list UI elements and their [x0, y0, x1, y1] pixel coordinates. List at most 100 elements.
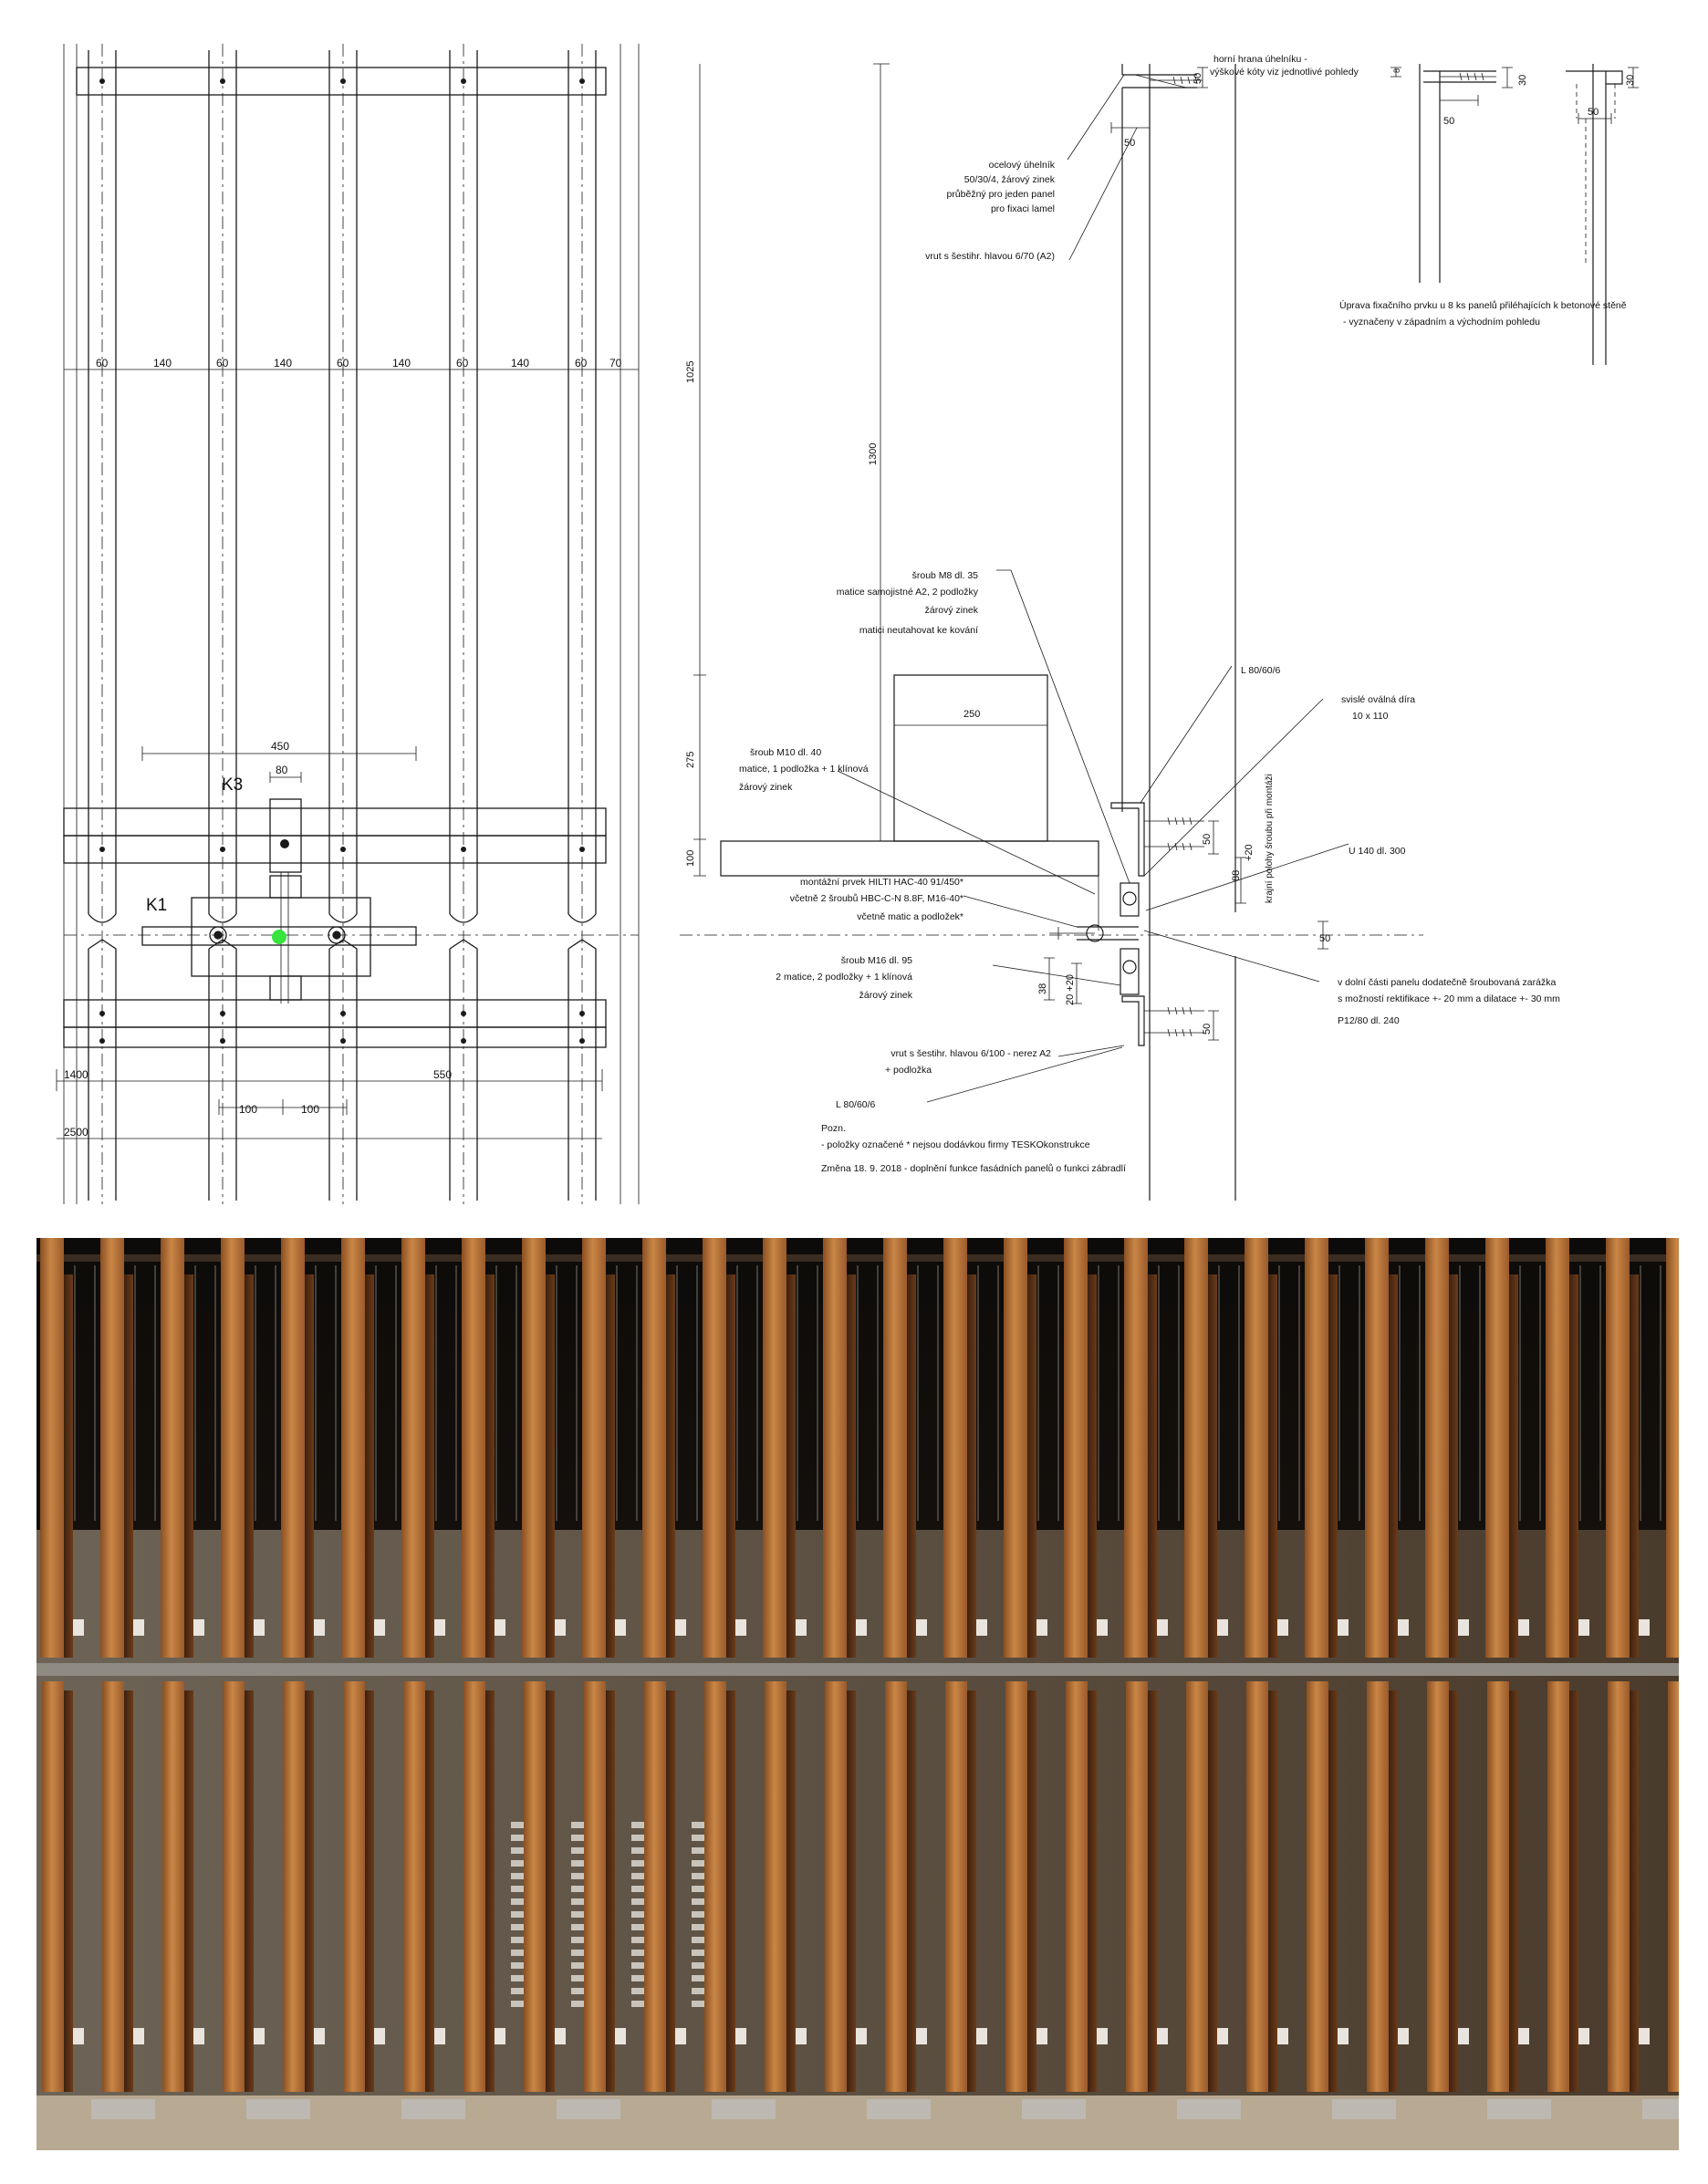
- slat-upper-shadow: [1268, 1274, 1277, 1658]
- vent-grille-bar: [511, 1886, 531, 1892]
- slat-upper: [341, 1238, 365, 1658]
- vent-grille-bar: [571, 1847, 591, 1854]
- note-top-0: horní hrana úhelníku -: [1213, 54, 1307, 65]
- vent-grille-bar: [571, 1835, 591, 1841]
- slat-upper: [582, 1238, 606, 1658]
- vent-grille-bar: [511, 1988, 531, 1994]
- slat-upper-shadow: [485, 1274, 495, 1658]
- vent-grille-bar: [631, 2001, 651, 2007]
- note-m8-2: žárový zinek: [925, 605, 979, 616]
- slat-lower-shadow: [1268, 1690, 1277, 2092]
- slat-upper: [1124, 1238, 1148, 1658]
- slat-lower-shadow: [365, 1690, 374, 2092]
- section-leaders: [837, 74, 1349, 1103]
- vent-grille-bar: [571, 1988, 591, 1994]
- dim-top-1: 140: [153, 357, 172, 369]
- vent-grille-bar: [692, 1924, 712, 1930]
- vent-grille-bar: [631, 1962, 651, 1969]
- vent-grille-bar: [511, 1975, 531, 1981]
- slat-lower: [1307, 1681, 1328, 2092]
- vent-grille-bar: [692, 1898, 712, 1905]
- slat-upper-shadow: [606, 1274, 615, 1658]
- note-hilti-1: včetně 2 šroubů HBC-C-N 8.8F, M16-40*: [790, 893, 963, 904]
- slat-lower-shadow: [1449, 1690, 1458, 2092]
- slat-lower: [283, 1681, 305, 2092]
- dim-50a: 50: [1443, 116, 1454, 127]
- elevation-view: [56, 44, 640, 1204]
- slat-upper: [763, 1238, 786, 1658]
- slat-lower: [704, 1681, 726, 2092]
- slat-lower-shadow: [606, 1690, 615, 2092]
- dim-top-2: 60: [216, 357, 229, 369]
- base-anchor: [1022, 2099, 1086, 2119]
- base-anchor: [557, 2099, 620, 2119]
- slat-upper: [943, 1238, 967, 1658]
- dim-80: 80: [276, 764, 288, 776]
- vent-grille-bar: [692, 1847, 712, 1854]
- slat-lower: [1246, 1681, 1268, 2092]
- base-anchor: [91, 2099, 155, 2119]
- poznamka-0: Pozn.: [821, 1123, 846, 1134]
- slat-upper: [1606, 1238, 1630, 1658]
- detail-views: [1390, 64, 1639, 365]
- dim-50b: 50: [1588, 107, 1599, 118]
- dim-top-4: 60: [337, 357, 349, 369]
- vent-grille-bar: [571, 1873, 591, 1879]
- slat-lower: [1005, 1681, 1027, 2092]
- dim-20-plus20: 20 +20: [1065, 974, 1076, 1005]
- slat-lower: [162, 1681, 184, 2092]
- slat-upper: [401, 1238, 425, 1658]
- dim-1025: 1025: [685, 361, 696, 383]
- wooden-slats: [40, 1238, 1679, 2092]
- dim-50-top: 50: [1124, 138, 1135, 149]
- note-m16-2: žárový zinek: [859, 990, 913, 1001]
- slat-upper: [1184, 1238, 1208, 1658]
- vent-grille-bar: [511, 1822, 531, 1828]
- vent-grille-bar: [571, 1924, 591, 1930]
- vent-grille-bar: [511, 1898, 531, 1905]
- vent-grille-bar: [571, 1822, 591, 1828]
- slat-upper-shadow: [245, 1274, 254, 1658]
- note-lower-0: v dolní části panelu dodatečně šroubovan…: [1338, 977, 1556, 988]
- slat-lower: [644, 1681, 666, 2092]
- slat-lower-shadow: [967, 1690, 976, 2092]
- dim-100a: 100: [239, 1103, 257, 1116]
- dim-250: 250: [963, 709, 980, 720]
- steel-strip: [36, 1663, 1679, 1676]
- dim-1400: 1400: [64, 1068, 89, 1081]
- vent-grille-bar: [511, 1847, 531, 1854]
- elevation-slats-lower: [88, 939, 597, 1201]
- slat-upper: [1485, 1238, 1509, 1658]
- base-anchor: [1642, 2099, 1679, 2119]
- vent-grille-bar: [631, 1975, 651, 1981]
- dim-50-c: 50: [1202, 1024, 1213, 1035]
- dim-1300: 1300: [868, 443, 879, 465]
- bracket-row: [36, 1619, 1679, 2119]
- vent-grille-bar: [571, 1950, 591, 1956]
- note-m8-0: šroub M8 dl. 35: [912, 570, 979, 581]
- note-top-1: výškové kóty viz jednotlivé pohledy: [1210, 67, 1359, 78]
- vent-grille-bar: [571, 1962, 591, 1969]
- dim-top-5: 140: [392, 357, 411, 369]
- slat-upper-shadow: [365, 1274, 374, 1658]
- slat-upper: [161, 1238, 184, 1658]
- slat-lower-shadow: [907, 1690, 916, 2092]
- note-lower-1: s možností rektifikace +- 20 mm a dilata…: [1338, 993, 1560, 1004]
- dim-top-8: 60: [575, 357, 588, 369]
- base-anchor: [401, 2099, 465, 2119]
- slat-lower: [885, 1681, 907, 2092]
- slat-lower: [1066, 1681, 1088, 2092]
- slat-upper-shadow: [967, 1274, 976, 1658]
- elevation-slats-upper: [88, 50, 597, 923]
- slat-upper: [522, 1238, 546, 1658]
- slat-lower-shadow: [1148, 1690, 1157, 2092]
- slat-lower-shadow: [1328, 1690, 1338, 2092]
- vent-grille-bar: [631, 1898, 651, 1905]
- poznamka-1: - položky označené * nejsou dodávkou fir…: [821, 1139, 1090, 1150]
- slat-upper: [221, 1238, 245, 1658]
- top-bar: [36, 1254, 1679, 1262]
- slat-upper: [281, 1238, 305, 1658]
- slat-upper-shadow: [1569, 1274, 1578, 1658]
- vent-grille-bar: [692, 1911, 712, 1918]
- slat-upper: [883, 1238, 907, 1658]
